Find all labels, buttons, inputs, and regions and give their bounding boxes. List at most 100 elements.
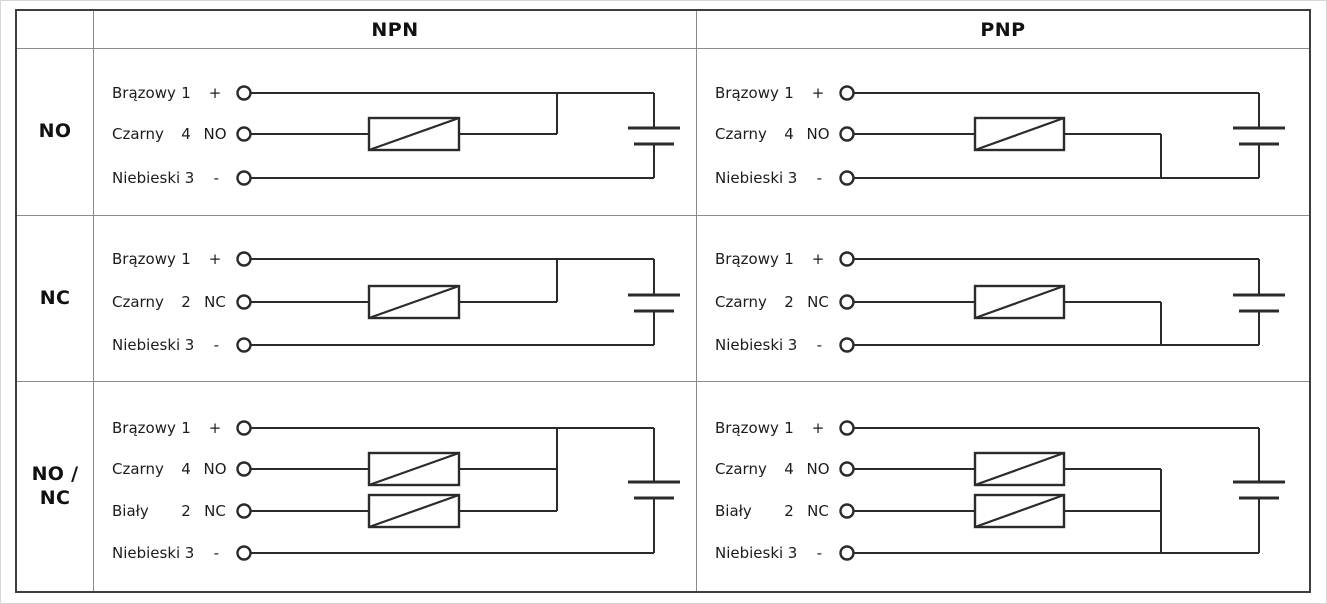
wire-pin-number: 1 — [784, 84, 794, 102]
load-symbol — [973, 451, 1066, 487]
wire-color-name: Brązowy — [112, 250, 176, 268]
wire-function-label: + — [811, 250, 825, 268]
wire-function-label: + — [208, 250, 222, 268]
terminal-circle — [236, 461, 252, 477]
plus-wire — [854, 427, 1260, 482]
row-label-no: NO — [17, 49, 94, 216]
wire-color-name: Brązowy — [715, 250, 779, 268]
wire-pin-number: 2 — [181, 502, 191, 520]
wire-color-name: Brązowy — [112, 419, 176, 437]
terminal-circle — [839, 503, 855, 519]
wire-pin-number: 4 — [784, 125, 794, 143]
load-symbol — [973, 116, 1066, 152]
wire-pin-number: 2 — [181, 293, 191, 311]
terminal-circle — [236, 170, 252, 186]
terminal-circle — [236, 545, 252, 561]
battery-symbol — [1233, 126, 1285, 146]
row-label-no-nc: NO / NC — [17, 382, 94, 591]
npn-no-nc-circuit — [236, 420, 680, 561]
wire-function-label: + — [811, 84, 825, 102]
wire-color-name: Niebieski — [112, 544, 181, 562]
wire-pin-number: 4 — [181, 460, 191, 478]
terminal-circle — [236, 126, 252, 142]
plus-wire — [251, 258, 655, 295]
terminal-circle — [839, 170, 855, 186]
load-symbol — [367, 451, 461, 487]
terminal-circle — [839, 126, 855, 142]
wire-function-label: NC — [204, 293, 226, 311]
npn-nc-circuit — [236, 251, 680, 353]
wire-color-name: Brązowy — [715, 419, 779, 437]
terminal-circle — [839, 251, 855, 267]
wire-function-label: + — [208, 419, 222, 437]
wire-function-label: NO — [806, 460, 830, 478]
plus-wire — [251, 427, 655, 482]
wire-pin-number: 1 — [784, 250, 794, 268]
npn-no-circuit — [236, 85, 680, 186]
terminal-circle — [236, 85, 252, 101]
wire-pin-number: 3 — [184, 169, 195, 187]
wire-pin-number: 1 — [181, 419, 191, 437]
pnp-no-nc-circuit — [839, 420, 1285, 561]
wire-color-name: Niebieski — [112, 169, 181, 187]
wire-pin-number: 1 — [181, 250, 191, 268]
wire-color-name: Czarny — [112, 125, 164, 143]
wire-function-label: - — [213, 169, 220, 187]
terminal-circle — [236, 251, 252, 267]
wire-pin-number: 2 — [784, 502, 794, 520]
wire-color-name: Biały — [112, 502, 149, 520]
wire-color-name: Czarny — [715, 125, 767, 143]
plus-wire — [854, 92, 1260, 128]
row-label-nc: NC — [17, 216, 94, 382]
minus-wire — [251, 144, 655, 179]
wire-pin-number: 3 — [184, 544, 195, 562]
terminal-circle — [839, 294, 855, 310]
battery-symbol — [1233, 480, 1285, 500]
wire-function-label: NO — [806, 125, 830, 143]
wire-label-brown: Brązowy 1 + — [715, 418, 837, 438]
wire-pin-number: 1 — [784, 419, 794, 437]
wire-color-name: Czarny — [112, 460, 164, 478]
minus-wire — [854, 144, 1260, 179]
terminal-circle — [236, 420, 252, 436]
minus-wire — [251, 498, 655, 554]
wire-label-brown: Brązowy 1 + — [112, 249, 234, 269]
wire-function-label: + — [811, 419, 825, 437]
plus-wire — [251, 92, 655, 128]
output-wire — [854, 301, 1162, 345]
wire-color-name: Czarny — [715, 460, 767, 478]
wire-function-label: NC — [807, 293, 829, 311]
wire-pin-number: 3 — [184, 336, 195, 354]
wire-pin-number: 2 — [784, 293, 794, 311]
wire-label-brown: Brązowy 1 + — [715, 249, 837, 269]
terminal-circle — [236, 503, 252, 519]
terminal-circle — [839, 337, 855, 353]
wire-color-name: Czarny — [715, 293, 767, 311]
wire-color-name: Brązowy — [715, 84, 779, 102]
wire-color-name: Brązowy — [112, 84, 176, 102]
wire-label-black: Czarny 2 NC — [715, 292, 837, 312]
wire-pin-number: 3 — [787, 336, 798, 354]
output-wire — [251, 93, 558, 135]
wire-function-label: - — [213, 544, 220, 562]
output-wire — [854, 133, 1162, 178]
terminal-circle — [839, 545, 855, 561]
output-wire — [251, 259, 558, 303]
load-symbol — [973, 284, 1066, 320]
wire-function-label: + — [208, 84, 222, 102]
battery-symbol — [628, 126, 680, 146]
terminal-circle — [839, 85, 855, 101]
minus-wire — [854, 311, 1260, 346]
